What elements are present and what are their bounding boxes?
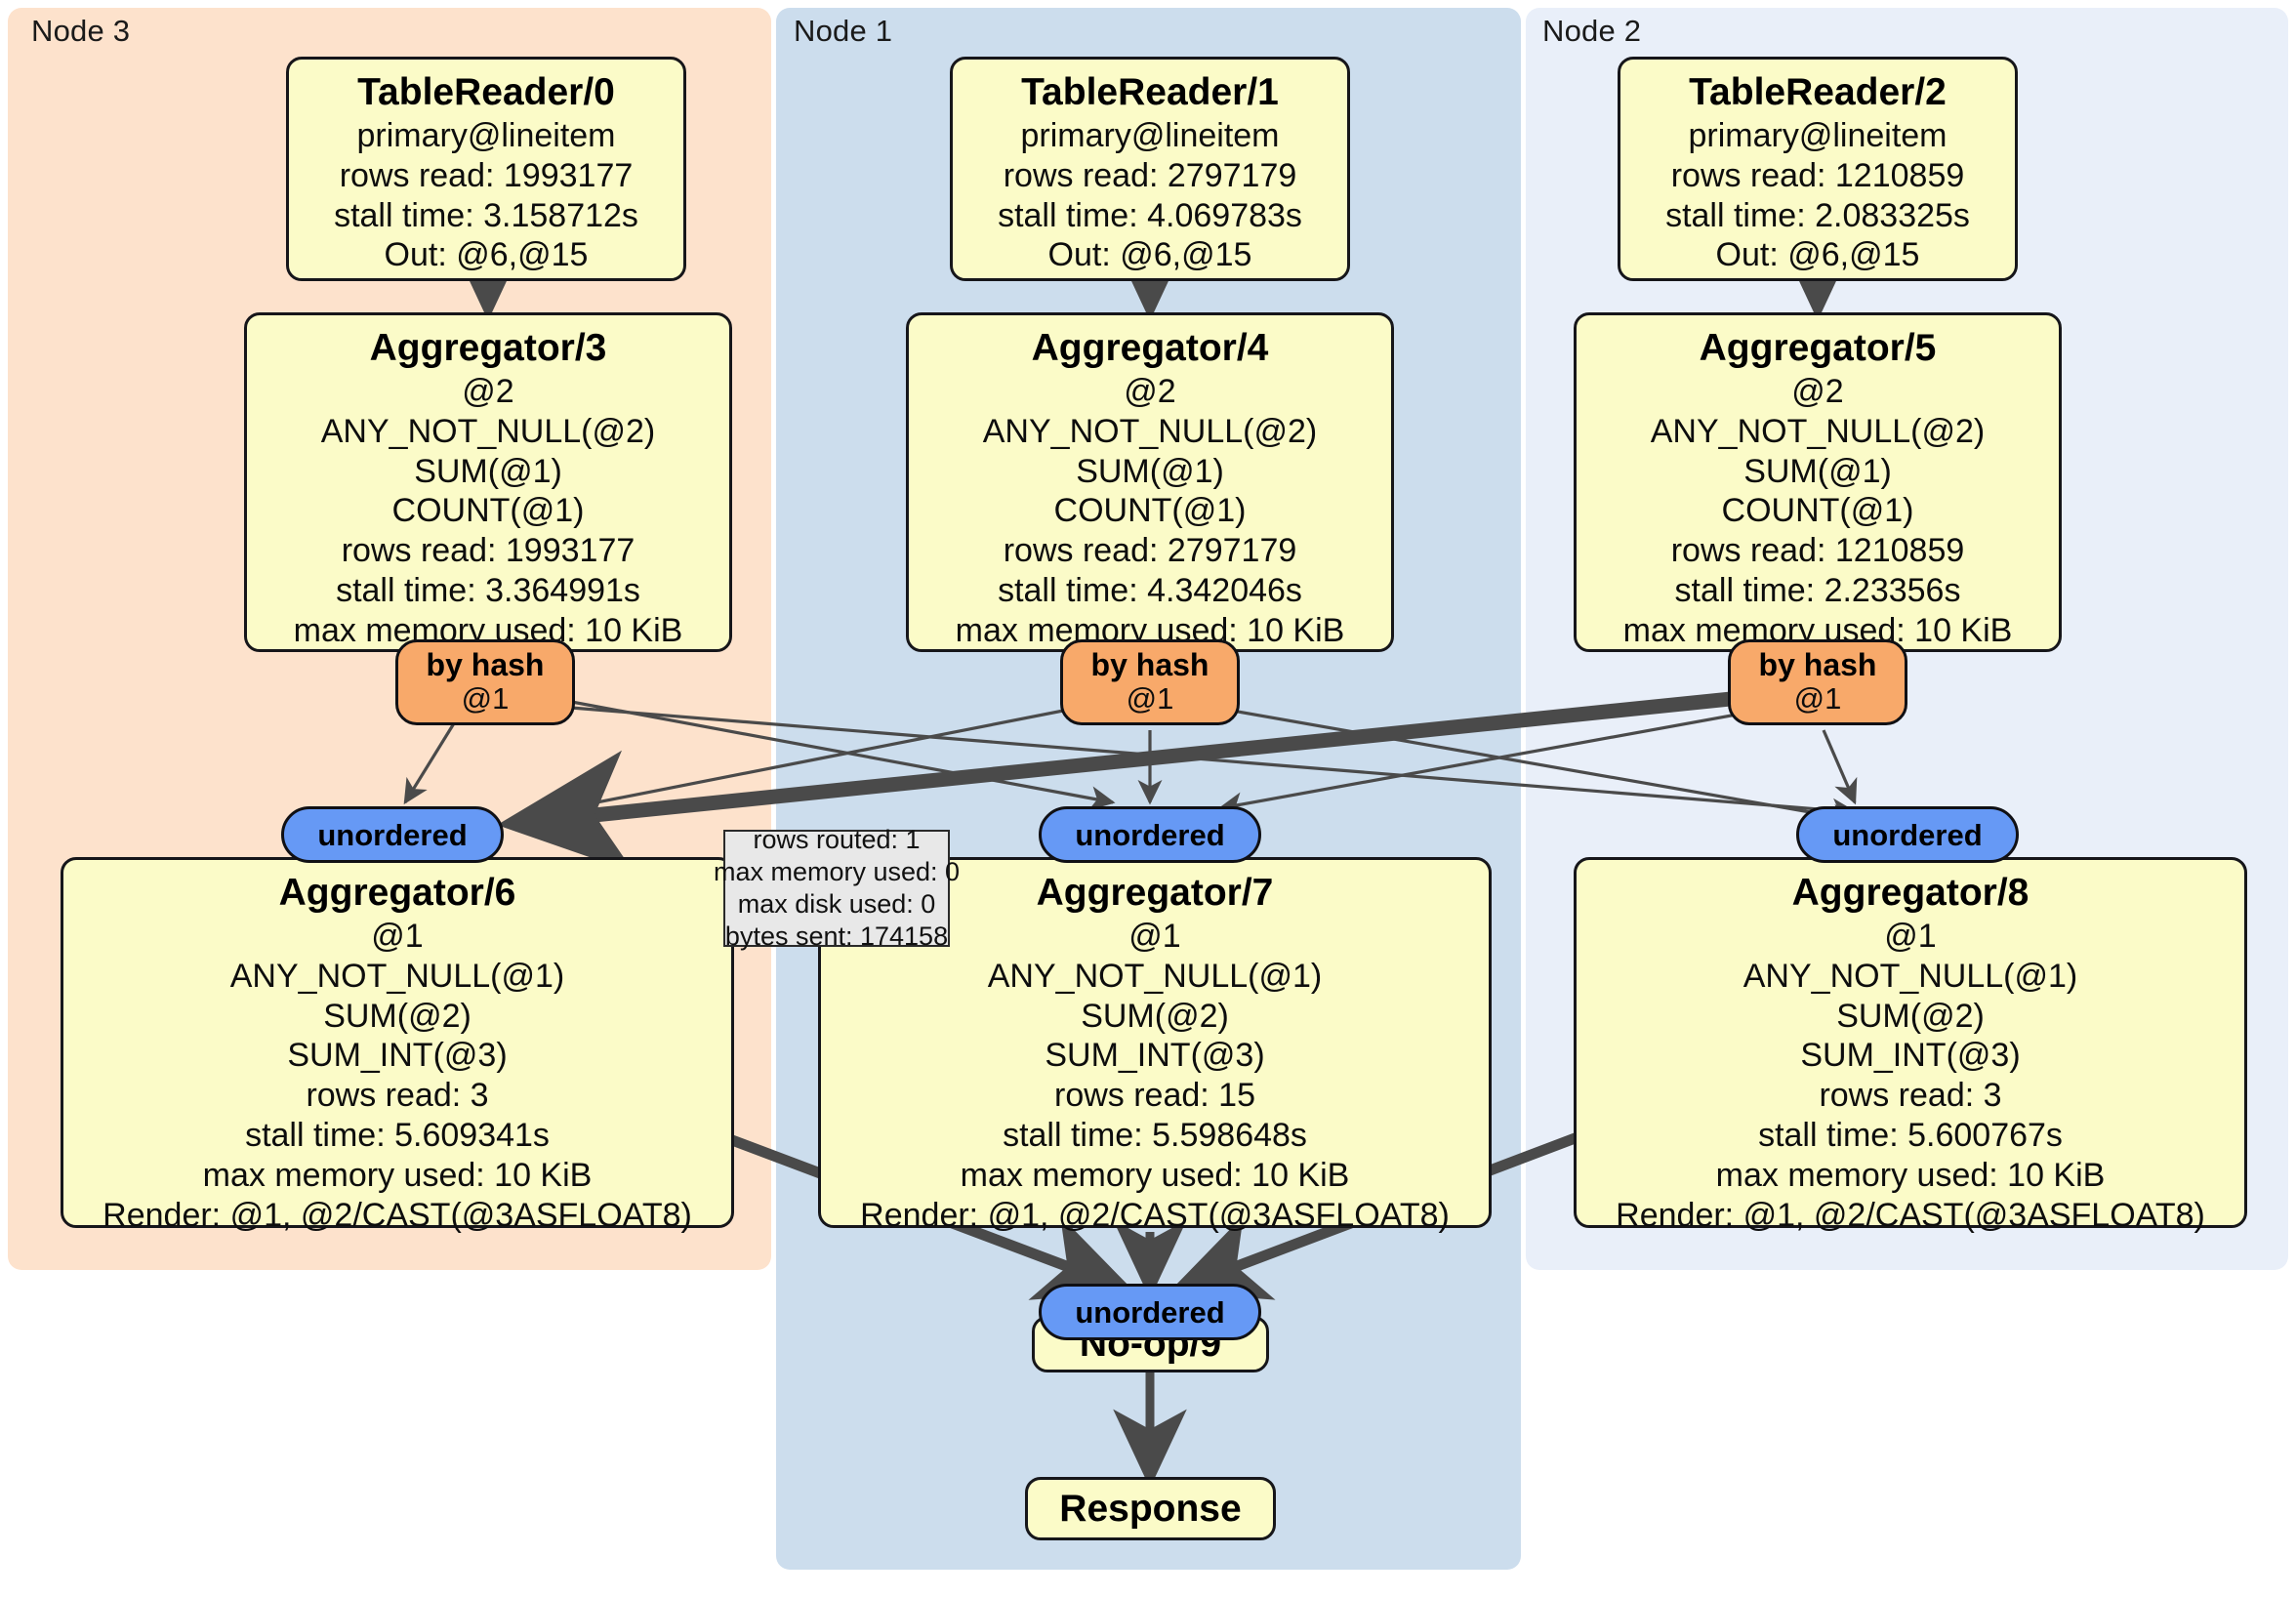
processor-detail: ANY_NOT_NULL(@2): [320, 412, 656, 450]
processor-aggregator-4[interactable]: Aggregator/4 @2 ANY_NOT_NULL(@2) SUM(@1)…: [906, 312, 1394, 652]
processor-detail: stall time: 4.069783s: [998, 196, 1302, 234]
processor-detail: rows read: 1993177: [339, 156, 634, 194]
processor-detail: rows read: 1210859: [1670, 532, 1965, 570]
processor-detail: primary@lineitem: [1020, 116, 1280, 154]
processor-detail: COUNT(@1): [1053, 492, 1247, 530]
processor-detail: stall time: 3.364991s: [336, 572, 640, 610]
processor-detail: stall time: 5.598648s: [1003, 1117, 1307, 1155]
cluster-label-node-2: Node 2: [1542, 14, 1642, 48]
processor-detail: rows read: 2797179: [1003, 156, 1297, 194]
router-unordered-7[interactable]: unordered: [1039, 806, 1261, 863]
router-label: unordered: [1075, 1294, 1225, 1330]
router-column: @1: [1126, 681, 1174, 717]
processor-detail: @2: [1124, 372, 1176, 410]
stat-max-memory-used: max memory used: 0: [713, 857, 961, 887]
processor-detail: rows read: 2797179: [1003, 532, 1297, 570]
processor-title: TableReader/2: [1689, 71, 1947, 113]
router-unordered-8[interactable]: unordered: [1796, 806, 2019, 863]
stream-stats-tooltip: rows routed: 1 max memory used: 0 max di…: [714, 825, 960, 951]
processor-detail: SUM_INT(@3): [287, 1037, 508, 1075]
processor-detail: max memory used: 10 KiB: [1715, 1157, 2106, 1195]
processor-detail: stall time: 3.158712s: [334, 196, 638, 234]
processor-detail: stall time: 5.600767s: [1758, 1117, 2063, 1155]
processor-detail: COUNT(@1): [391, 492, 585, 530]
processor-detail: rows read: 3: [1819, 1077, 2002, 1115]
processor-detail: ANY_NOT_NULL(@2): [1650, 412, 1986, 450]
processor-detail: Render: @1, @2/CAST(@3ASFLOAT8): [860, 1197, 1450, 1235]
processor-detail: Render: @1, @2/CAST(@3ASFLOAT8): [102, 1197, 692, 1235]
router-label: by hash: [1090, 647, 1210, 683]
router-by-hash-5[interactable]: by hash @1: [1728, 639, 1907, 725]
processor-detail: SUM(@1): [1743, 452, 1892, 490]
processor-detail: primary@lineitem: [356, 116, 616, 154]
processor-title: TableReader/0: [357, 71, 615, 113]
processor-detail: Out: @6,@15: [1715, 236, 1920, 274]
processor-detail: stall time: 2.23356s: [1674, 572, 1961, 610]
processor-detail: stall time: 2.083325s: [1665, 196, 1970, 234]
processor-title: Aggregator/7: [1036, 872, 1274, 914]
processor-tablereader-0[interactable]: TableReader/0 primary@lineitem rows read…: [286, 57, 686, 281]
router-unordered-6[interactable]: unordered: [281, 806, 504, 863]
processor-detail: rows read: 3: [306, 1077, 489, 1115]
processor-detail: rows read: 15: [1054, 1077, 1255, 1115]
processor-detail: primary@lineitem: [1688, 116, 1948, 154]
processor-detail: @2: [1791, 372, 1844, 410]
processor-detail: Out: @6,@15: [1047, 236, 1252, 274]
cluster-label-node-3: Node 3: [31, 14, 131, 48]
processor-detail: ANY_NOT_NULL(@1): [1742, 957, 2078, 995]
processor-aggregator-8[interactable]: Aggregator/8 @1 ANY_NOT_NULL(@1) SUM(@2)…: [1574, 857, 2247, 1234]
router-label: unordered: [317, 817, 468, 852]
stat-bytes-sent: bytes sent: 174158: [724, 921, 949, 951]
processor-detail: SUM(@1): [1076, 452, 1224, 490]
processor-detail: ANY_NOT_NULL(@2): [982, 412, 1318, 450]
stat-max-disk-used: max disk used: 0: [737, 889, 936, 919]
stat-rows-routed: rows routed: 1: [753, 825, 921, 855]
processor-detail: rows read: 1210859: [1670, 156, 1965, 194]
processor-detail: @2: [462, 372, 514, 410]
router-by-hash-4[interactable]: by hash @1: [1060, 639, 1240, 725]
processor-title: Aggregator/8: [1791, 872, 2030, 914]
router-by-hash-3[interactable]: by hash @1: [395, 639, 575, 725]
processor-aggregator-5[interactable]: Aggregator/5 @2 ANY_NOT_NULL(@2) SUM(@1)…: [1574, 312, 2062, 652]
router-column: @1: [461, 681, 510, 717]
processor-title: Aggregator/4: [1031, 327, 1269, 369]
router-label: by hash: [1758, 647, 1877, 683]
processor-detail: SUM_INT(@3): [1800, 1037, 2021, 1075]
processor-title: Response: [1059, 1487, 1242, 1530]
router-label: by hash: [426, 647, 545, 683]
processor-detail: SUM(@1): [414, 452, 562, 490]
cluster-label-node-1: Node 1: [794, 14, 893, 48]
processor-title: Aggregator/5: [1699, 327, 1937, 369]
processor-title: Aggregator/3: [369, 327, 607, 369]
processor-title: TableReader/1: [1021, 71, 1279, 113]
router-label: unordered: [1075, 817, 1225, 852]
processor-detail: stall time: 4.342046s: [998, 572, 1302, 610]
router-column: @1: [1793, 681, 1842, 717]
processor-detail: ANY_NOT_NULL(@1): [987, 957, 1323, 995]
processor-response[interactable]: Response: [1025, 1477, 1276, 1540]
processor-detail: SUM_INT(@3): [1045, 1037, 1265, 1075]
processor-detail: @1: [1884, 917, 1937, 955]
processor-aggregator-6[interactable]: Aggregator/6 @1 ANY_NOT_NULL(@1) SUM(@2)…: [61, 857, 734, 1234]
processor-detail: @1: [1128, 917, 1181, 955]
processor-detail: SUM(@2): [1081, 997, 1229, 1035]
processor-detail: max memory used: 10 KiB: [960, 1157, 1350, 1195]
processor-title: Aggregator/6: [278, 872, 516, 914]
processor-detail: rows read: 1993177: [341, 532, 636, 570]
processor-tablereader-2[interactable]: TableReader/2 primary@lineitem rows read…: [1618, 57, 2018, 281]
processor-detail: SUM(@2): [1836, 997, 1985, 1035]
processor-tablereader-1[interactable]: TableReader/1 primary@lineitem rows read…: [950, 57, 1350, 281]
processor-detail: @1: [371, 917, 424, 955]
processor-aggregator-3[interactable]: Aggregator/3 @2 ANY_NOT_NULL(@2) SUM(@1)…: [244, 312, 732, 652]
processor-detail: SUM(@2): [323, 997, 472, 1035]
router-label: unordered: [1832, 817, 1983, 852]
processor-detail: Out: @6,@15: [384, 236, 589, 274]
processor-detail: max memory used: 10 KiB: [202, 1157, 593, 1195]
processor-detail: Render: @1, @2/CAST(@3ASFLOAT8): [1616, 1197, 2205, 1235]
router-unordered-9[interactable]: unordered: [1039, 1284, 1261, 1340]
processor-detail: ANY_NOT_NULL(@1): [229, 957, 565, 995]
processor-detail: COUNT(@1): [1721, 492, 1914, 530]
processor-detail: stall time: 5.609341s: [245, 1117, 550, 1155]
